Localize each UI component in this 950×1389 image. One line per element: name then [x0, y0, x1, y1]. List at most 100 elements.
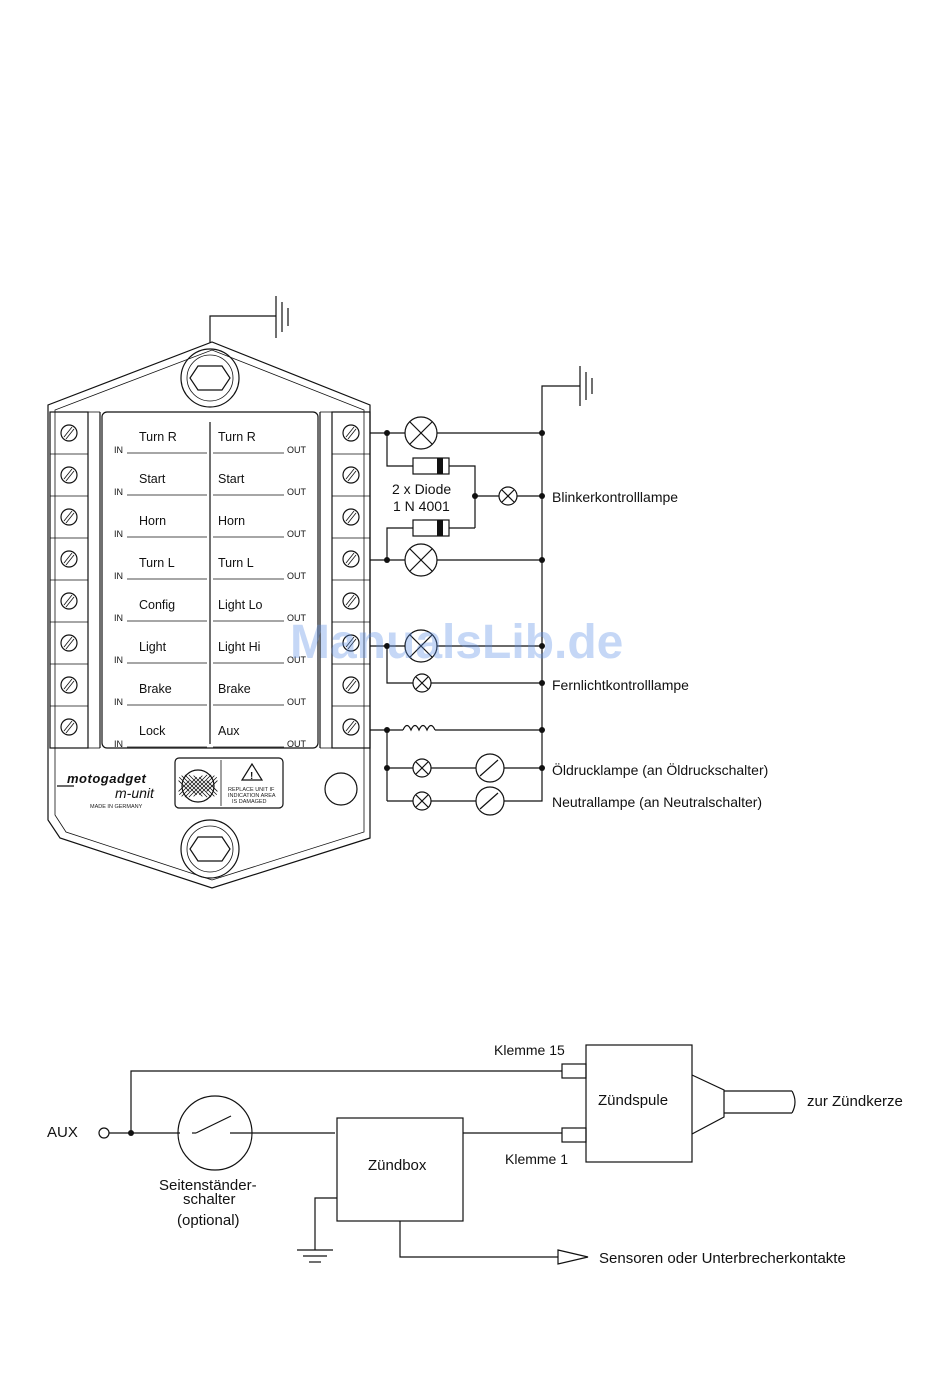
terminal-screw-right-1: [342, 424, 360, 442]
output-label-1: Turn R: [218, 430, 256, 444]
klemme-1-terminal: [561, 1127, 587, 1143]
input-label-4: Turn L: [139, 556, 175, 570]
indication-area-icon: [181, 769, 215, 803]
ignition-diagram: [98, 1044, 796, 1265]
output-label-5: Light Lo: [218, 598, 263, 612]
switch-label-2: schalter: [183, 1191, 236, 1208]
terminal-strip-left: [49, 411, 101, 749]
diode-1: [412, 457, 450, 475]
diode-2: [412, 519, 450, 537]
input-label-6: Light: [139, 640, 167, 654]
diode-label-1: 2 x Diode: [392, 481, 451, 497]
out-marker-1: OUT: [287, 445, 307, 455]
input-label-7: Brake: [139, 682, 172, 696]
diode-label-2: 1 N 4001: [393, 498, 450, 514]
in-marker-3: IN: [114, 529, 123, 539]
turn-signal-left-lamp: [404, 543, 438, 577]
out-marker-6: OUT: [287, 655, 307, 665]
terminal-screw-left-5: [60, 592, 78, 610]
mounting-nut-top: [180, 348, 240, 408]
neutral-lamp-label: Neutrallampe (an Neutralschalter): [552, 794, 762, 810]
made-in-label: MADE IN GERMANY: [90, 804, 143, 810]
ground-symbol-top: [209, 296, 289, 343]
out-marker-3: OUT: [287, 529, 307, 539]
terminal-screw-right-8: [342, 718, 360, 736]
output-label-6: Light Hi: [218, 640, 260, 654]
out-marker-4: OUT: [287, 571, 307, 581]
terminal-screw-right-5: [342, 592, 360, 610]
terminal-screw-left-2: [60, 466, 78, 484]
klemme-15-label: Klemme 15: [494, 1042, 565, 1058]
klemme-1-label: Klemme 1: [505, 1151, 568, 1167]
input-label-8: Lock: [139, 724, 166, 738]
terminal-screw-right-6: [342, 634, 360, 652]
output-label-2: Start: [218, 472, 245, 486]
out-marker-5: OUT: [287, 613, 307, 623]
terminal-screw-right-2: [342, 466, 360, 484]
terminal-screw-right-3: [342, 508, 360, 526]
oil-lamp-label: Öldrucklampe (an Öldruckschalter): [552, 761, 768, 778]
klemme-15-terminal: [561, 1063, 587, 1079]
terminal-screw-right-7: [342, 676, 360, 694]
switch-label-1: Seitenständer-: [159, 1177, 257, 1194]
svg-text:!: !: [250, 771, 253, 782]
terminal-screw-right-4: [342, 550, 360, 568]
warning-text-1: REPLACE UNIT IF: [228, 787, 275, 793]
neutral-switch: [475, 786, 505, 816]
in-marker-6: IN: [114, 655, 123, 665]
switch-label-3: (optional): [177, 1212, 240, 1229]
terminal-screw-left-8: [60, 718, 78, 736]
out-marker-2: OUT: [287, 487, 307, 497]
spark-plug-label: zur Zündkerze: [807, 1093, 903, 1110]
output-label-7: Brake: [218, 682, 251, 696]
in-marker-7: IN: [114, 697, 123, 707]
output-wiring: [370, 366, 593, 816]
input-label-1: Turn R: [139, 430, 177, 444]
high-beam-lamp-label: Fernlichtkontrolllampe: [552, 677, 689, 693]
spark-plug-lead: [791, 1090, 796, 1114]
terminal-screw-left-4: [60, 550, 78, 568]
in-marker-4: IN: [114, 571, 123, 581]
aux-label: AUX: [47, 1124, 78, 1141]
brand-plate: motogadget m-unit MADE IN GERMANY ! REPL…: [57, 757, 284, 810]
input-label-5: Config: [139, 598, 175, 612]
output-label-4: Turn L: [218, 556, 254, 570]
m-unit-housing: [47, 341, 371, 889]
terminal-screw-left-6: [60, 634, 78, 652]
in-marker-8: IN: [114, 739, 123, 749]
sensors-label: Sensoren oder Unterbrecherkontakte: [599, 1250, 846, 1267]
watermark: ManualsLib.de: [290, 616, 623, 669]
turn-signal-right-lamp: [404, 416, 438, 450]
in-marker-2: IN: [114, 487, 123, 497]
ignition-coil: [585, 1044, 693, 1163]
ignition-coil-label: Zündspule: [598, 1092, 668, 1109]
warning-triangle-icon: [240, 762, 264, 781]
out-marker-8: OUT: [287, 739, 307, 749]
out-marker-7: OUT: [287, 697, 307, 707]
input-label-3: Horn: [139, 514, 166, 528]
oil-pressure-switch: [475, 753, 505, 783]
coil-tower: [691, 1074, 725, 1135]
terminal-strip-right: [319, 411, 371, 749]
warning-text-3: IS DAMAGED: [232, 799, 267, 805]
model-name: m-unit: [115, 785, 155, 801]
output-label-8: Aux: [218, 724, 240, 738]
terminal-screw-left-7: [60, 676, 78, 694]
blinker-lamp-label: Blinkerkontrolllampe: [552, 489, 678, 505]
in-marker-5: IN: [114, 613, 123, 623]
terminal-screw-left-1: [60, 424, 78, 442]
in-marker-1: IN: [114, 445, 123, 455]
ignition-box-label: Zündbox: [368, 1157, 427, 1174]
aux-terminal: [98, 1127, 110, 1139]
high-beam-lamp: [404, 629, 438, 663]
terminal-screw-left-3: [60, 508, 78, 526]
brand-logo: motogadget: [67, 771, 147, 786]
mounting-nut-bottom: [180, 819, 240, 879]
mounting-hole: [324, 772, 358, 806]
warning-text-2: INDICATION AREA: [228, 793, 276, 799]
relay-coil: [402, 724, 436, 732]
sensor-arrow: [557, 1249, 589, 1265]
output-label-3: Horn: [218, 514, 245, 528]
